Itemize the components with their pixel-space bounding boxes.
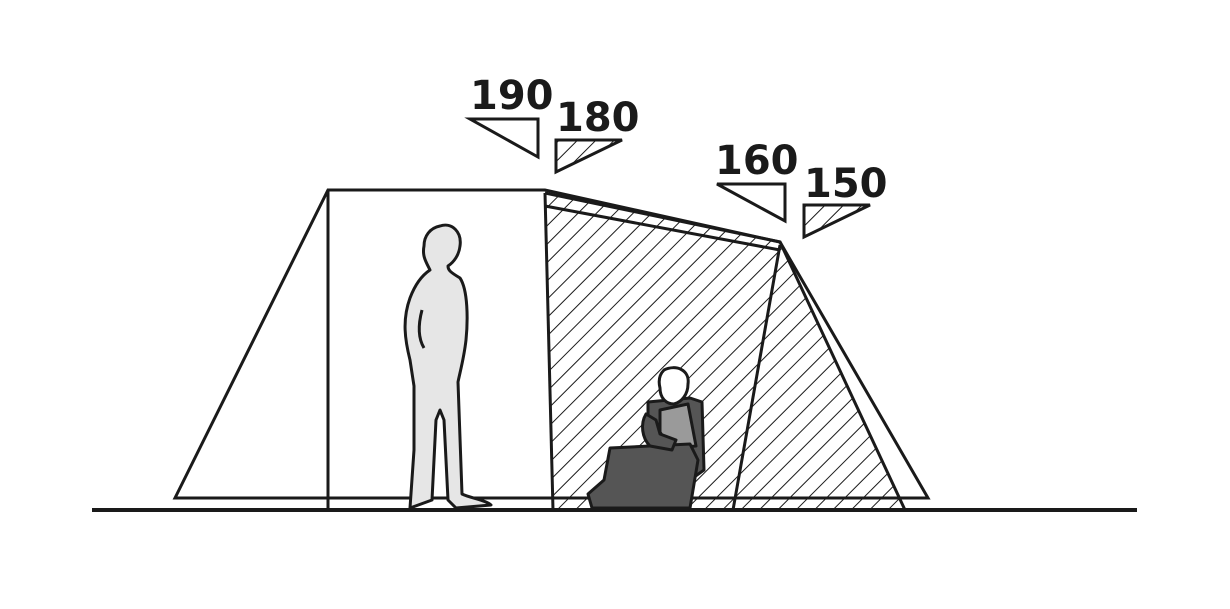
triangle-hatched-icon <box>554 138 623 175</box>
standing-person-silhouette <box>403 223 493 510</box>
triangle-outline-icon <box>716 182 787 224</box>
seated-person-silhouette <box>586 366 706 510</box>
height-label-190: 190 <box>470 73 554 119</box>
height-marker-180: 180 <box>554 95 640 175</box>
height-label-180: 180 <box>556 95 640 141</box>
inner-tent-front-wall <box>543 192 555 511</box>
triangle-hatched-icon <box>802 203 871 240</box>
triangle-outline-icon <box>464 117 540 160</box>
height-label-160: 160 <box>715 138 799 184</box>
height-marker-150: 150 <box>802 161 888 240</box>
inner-tent-outline <box>544 191 907 511</box>
inner-tent-rear-pole <box>731 244 782 511</box>
height-label-150: 150 <box>804 161 888 207</box>
inner-tent-rear-edge <box>544 204 781 252</box>
bedroom-hatch-area <box>545 193 905 510</box>
height-marker-160: 160 <box>715 138 799 224</box>
height-marker-190: 190 <box>464 73 554 160</box>
